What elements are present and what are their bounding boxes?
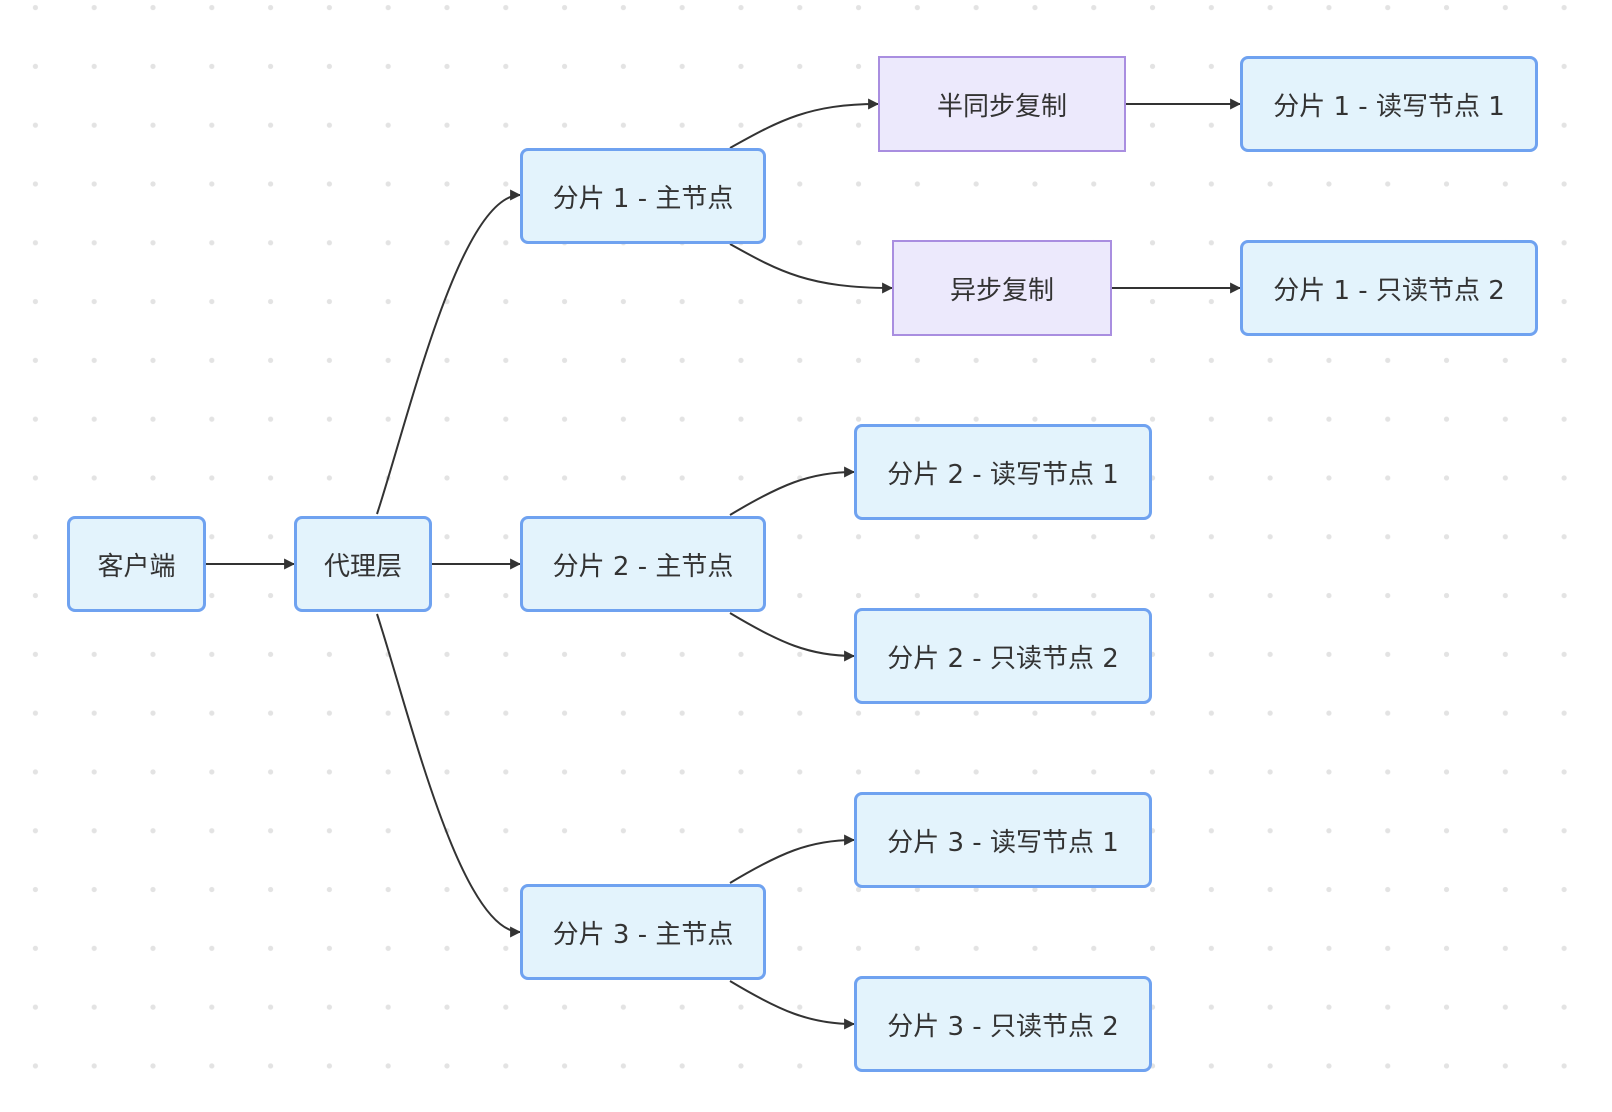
- edge-shard1-master-semi-sync: [729, 98, 880, 149]
- shard2-master-node[interactable]: 分片 2 - 主节点: [520, 516, 766, 612]
- client-node[interactable]: 客户端: [67, 516, 206, 612]
- edge-proxy-shard1-master: [376, 189, 522, 515]
- shard3-ro-node2-label: 分片 3 - 只读节点 2: [887, 1011, 1119, 1042]
- edge-proxy-shard3-master: [376, 613, 522, 938]
- shard2-ro-node2-label: 分片 2 - 只读节点 2: [887, 643, 1119, 674]
- edge-shard3-master-rw: [729, 834, 856, 884]
- shard3-master-label: 分片 3 - 主节点: [552, 919, 734, 950]
- edge-shard3-master-ro: [729, 980, 856, 1030]
- semi-sync-replication-label: 半同步复制: [936, 91, 1067, 122]
- shard1-master-node[interactable]: 分片 1 - 主节点: [520, 148, 766, 244]
- shard3-ro-node2[interactable]: 分片 3 - 只读节点 2: [854, 976, 1152, 1072]
- shard3-rw-node1-label: 分片 3 - 读写节点 1: [887, 827, 1119, 858]
- semi-sync-replication-node[interactable]: 半同步复制: [878, 56, 1126, 152]
- client-node-label: 客户端: [97, 551, 176, 582]
- shard3-rw-node1[interactable]: 分片 3 - 读写节点 1: [854, 792, 1152, 888]
- shard1-ro-node2[interactable]: 分片 1 - 只读节点 2: [1240, 240, 1538, 336]
- shard2-rw-node1-label: 分片 2 - 读写节点 1: [887, 459, 1119, 490]
- shard1-master-label: 分片 1 - 主节点: [552, 183, 734, 214]
- shard2-master-label: 分片 2 - 主节点: [552, 551, 734, 582]
- edge-shard1-master-async: [729, 243, 894, 294]
- shard3-master-node[interactable]: 分片 3 - 主节点: [520, 884, 766, 980]
- async-replication-node[interactable]: 异步复制: [892, 240, 1112, 336]
- edge-shard2-master-rw: [729, 466, 856, 516]
- shard1-rw-node1[interactable]: 分片 1 - 读写节点 1: [1240, 56, 1538, 152]
- proxy-node[interactable]: 代理层: [294, 516, 432, 612]
- shard1-rw-node1-label: 分片 1 - 读写节点 1: [1273, 91, 1505, 122]
- proxy-node-label: 代理层: [323, 551, 402, 582]
- async-replication-label: 异步复制: [949, 275, 1054, 306]
- shard1-ro-node2-label: 分片 1 - 只读节点 2: [1273, 275, 1505, 306]
- shard2-ro-node2[interactable]: 分片 2 - 只读节点 2: [854, 608, 1152, 704]
- edge-shard2-master-ro: [729, 612, 856, 662]
- shard2-rw-node1[interactable]: 分片 2 - 读写节点 1: [854, 424, 1152, 520]
